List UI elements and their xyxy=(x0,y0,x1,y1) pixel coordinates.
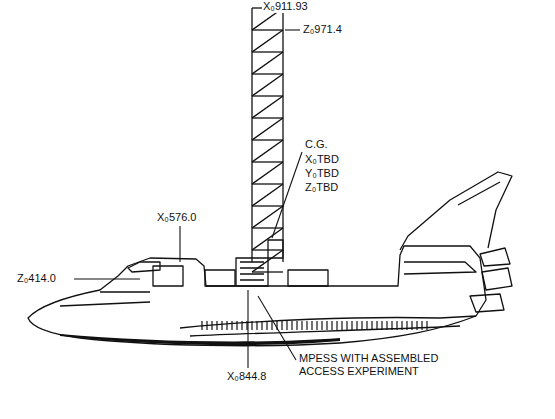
truss-diagonal xyxy=(252,162,283,184)
leader-line xyxy=(247,290,248,368)
truss-rung xyxy=(252,205,283,206)
dimension-label: Z₀414.0 xyxy=(16,272,57,285)
payload-pallet xyxy=(288,270,328,286)
tail-detail xyxy=(458,182,500,205)
canister xyxy=(268,240,283,258)
truss-diagonal xyxy=(252,30,283,52)
truss-rung xyxy=(252,183,283,184)
leader-line xyxy=(74,278,140,279)
truss-rung xyxy=(252,117,283,118)
coordinate-label: Y₀TBD xyxy=(304,167,340,180)
truss-diagonal xyxy=(252,140,283,162)
payload-pallet xyxy=(205,270,235,286)
callout-note: MPESS WITH ASSEMBLED ACCESS EXPERIMENT xyxy=(298,352,440,378)
truss-diagonal xyxy=(252,118,283,140)
main-engine xyxy=(470,248,512,312)
truss-rung xyxy=(252,73,283,74)
leader-line xyxy=(258,296,296,360)
vertical-tail xyxy=(400,172,512,250)
truss-rung xyxy=(252,51,283,52)
truss-rung xyxy=(252,161,283,162)
dimension-label: X₀911.93 xyxy=(262,0,309,13)
leader-line xyxy=(179,226,180,262)
cabin-equipment xyxy=(153,266,183,286)
wing-hatching xyxy=(200,321,430,330)
mpess-detail xyxy=(240,262,264,280)
truss-rung xyxy=(252,227,283,228)
truss-rung xyxy=(252,29,283,30)
truss-rung xyxy=(252,139,283,140)
truss-diagonal xyxy=(252,96,283,118)
dimension-label: X₀844.8 xyxy=(226,370,267,383)
dimension-label: X₀576.0 xyxy=(156,211,197,224)
truss-rung xyxy=(252,95,283,96)
truss-diagonal xyxy=(252,184,283,206)
nose-detail xyxy=(60,292,150,306)
truss-diagonal xyxy=(252,52,283,74)
oms-pod xyxy=(404,262,476,274)
mpess-structure xyxy=(236,258,268,286)
truss-mast xyxy=(252,8,283,272)
coordinate-label: X₀TBD xyxy=(304,153,340,166)
cg-label: C.G. xyxy=(304,138,329,151)
fuselage-outline xyxy=(28,246,486,346)
underside-shadow xyxy=(60,334,340,345)
dimension-label: Z₀971.4 xyxy=(302,23,343,36)
cockpit-window xyxy=(128,262,160,272)
truss-diagonal xyxy=(252,74,283,96)
coordinate-label: Z₀TBD xyxy=(304,181,339,194)
leader-line xyxy=(285,29,300,30)
truss-diagonal xyxy=(252,206,283,228)
leader-line xyxy=(272,152,302,238)
